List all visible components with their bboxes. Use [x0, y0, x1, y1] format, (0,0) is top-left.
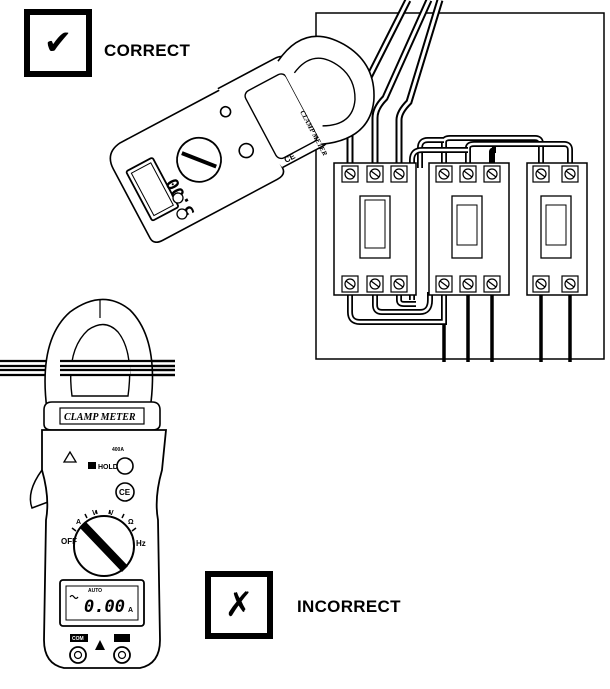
- lcd-auto-indicator: AUTO: [88, 588, 102, 594]
- checkmark-icon: ✔: [43, 23, 73, 63]
- correct-label: CORRECT: [104, 41, 191, 60]
- clamp-meter-incorrect: [29, 298, 175, 669]
- dial-label-a: A: [76, 519, 81, 526]
- large-meter-current-rating: 400A: [112, 447, 124, 453]
- large-meter-brand: CLAMP METER: [64, 412, 136, 423]
- com-jack-label: COM: [72, 636, 84, 642]
- correct-checkbox: ✔: [24, 9, 92, 77]
- dial-label-hz: Hz: [136, 539, 146, 548]
- dial-label-v-ac: V: [92, 510, 97, 517]
- large-meter-hold-label: HOLD: [98, 464, 118, 471]
- dial-label-ohm: Ω: [128, 519, 134, 526]
- ac-symbol-icon: [69, 594, 79, 600]
- warning-triangle-icon: [62, 450, 78, 463]
- cross-mark-icon: ✗: [224, 585, 254, 625]
- breaker-1: [333, 162, 417, 296]
- large-meter-ce: CE: [119, 488, 131, 497]
- clamp-meter-correct: [109, 35, 375, 244]
- breaker-2: [428, 162, 510, 296]
- lcd-unit: A: [128, 607, 133, 614]
- incorrect-label: INCORRECT: [297, 597, 401, 616]
- dial-label-off: OFF: [61, 537, 77, 546]
- terminal-screws: [341, 165, 579, 293]
- small-meter-jack-icons: [172, 192, 188, 220]
- load-wires: [442, 292, 572, 362]
- breaker-3: [526, 162, 588, 296]
- lcd-reading: 0.00: [84, 597, 125, 617]
- incorrect-checkbox: ✗: [205, 571, 273, 639]
- dial-label-v-dc: V: [109, 510, 114, 517]
